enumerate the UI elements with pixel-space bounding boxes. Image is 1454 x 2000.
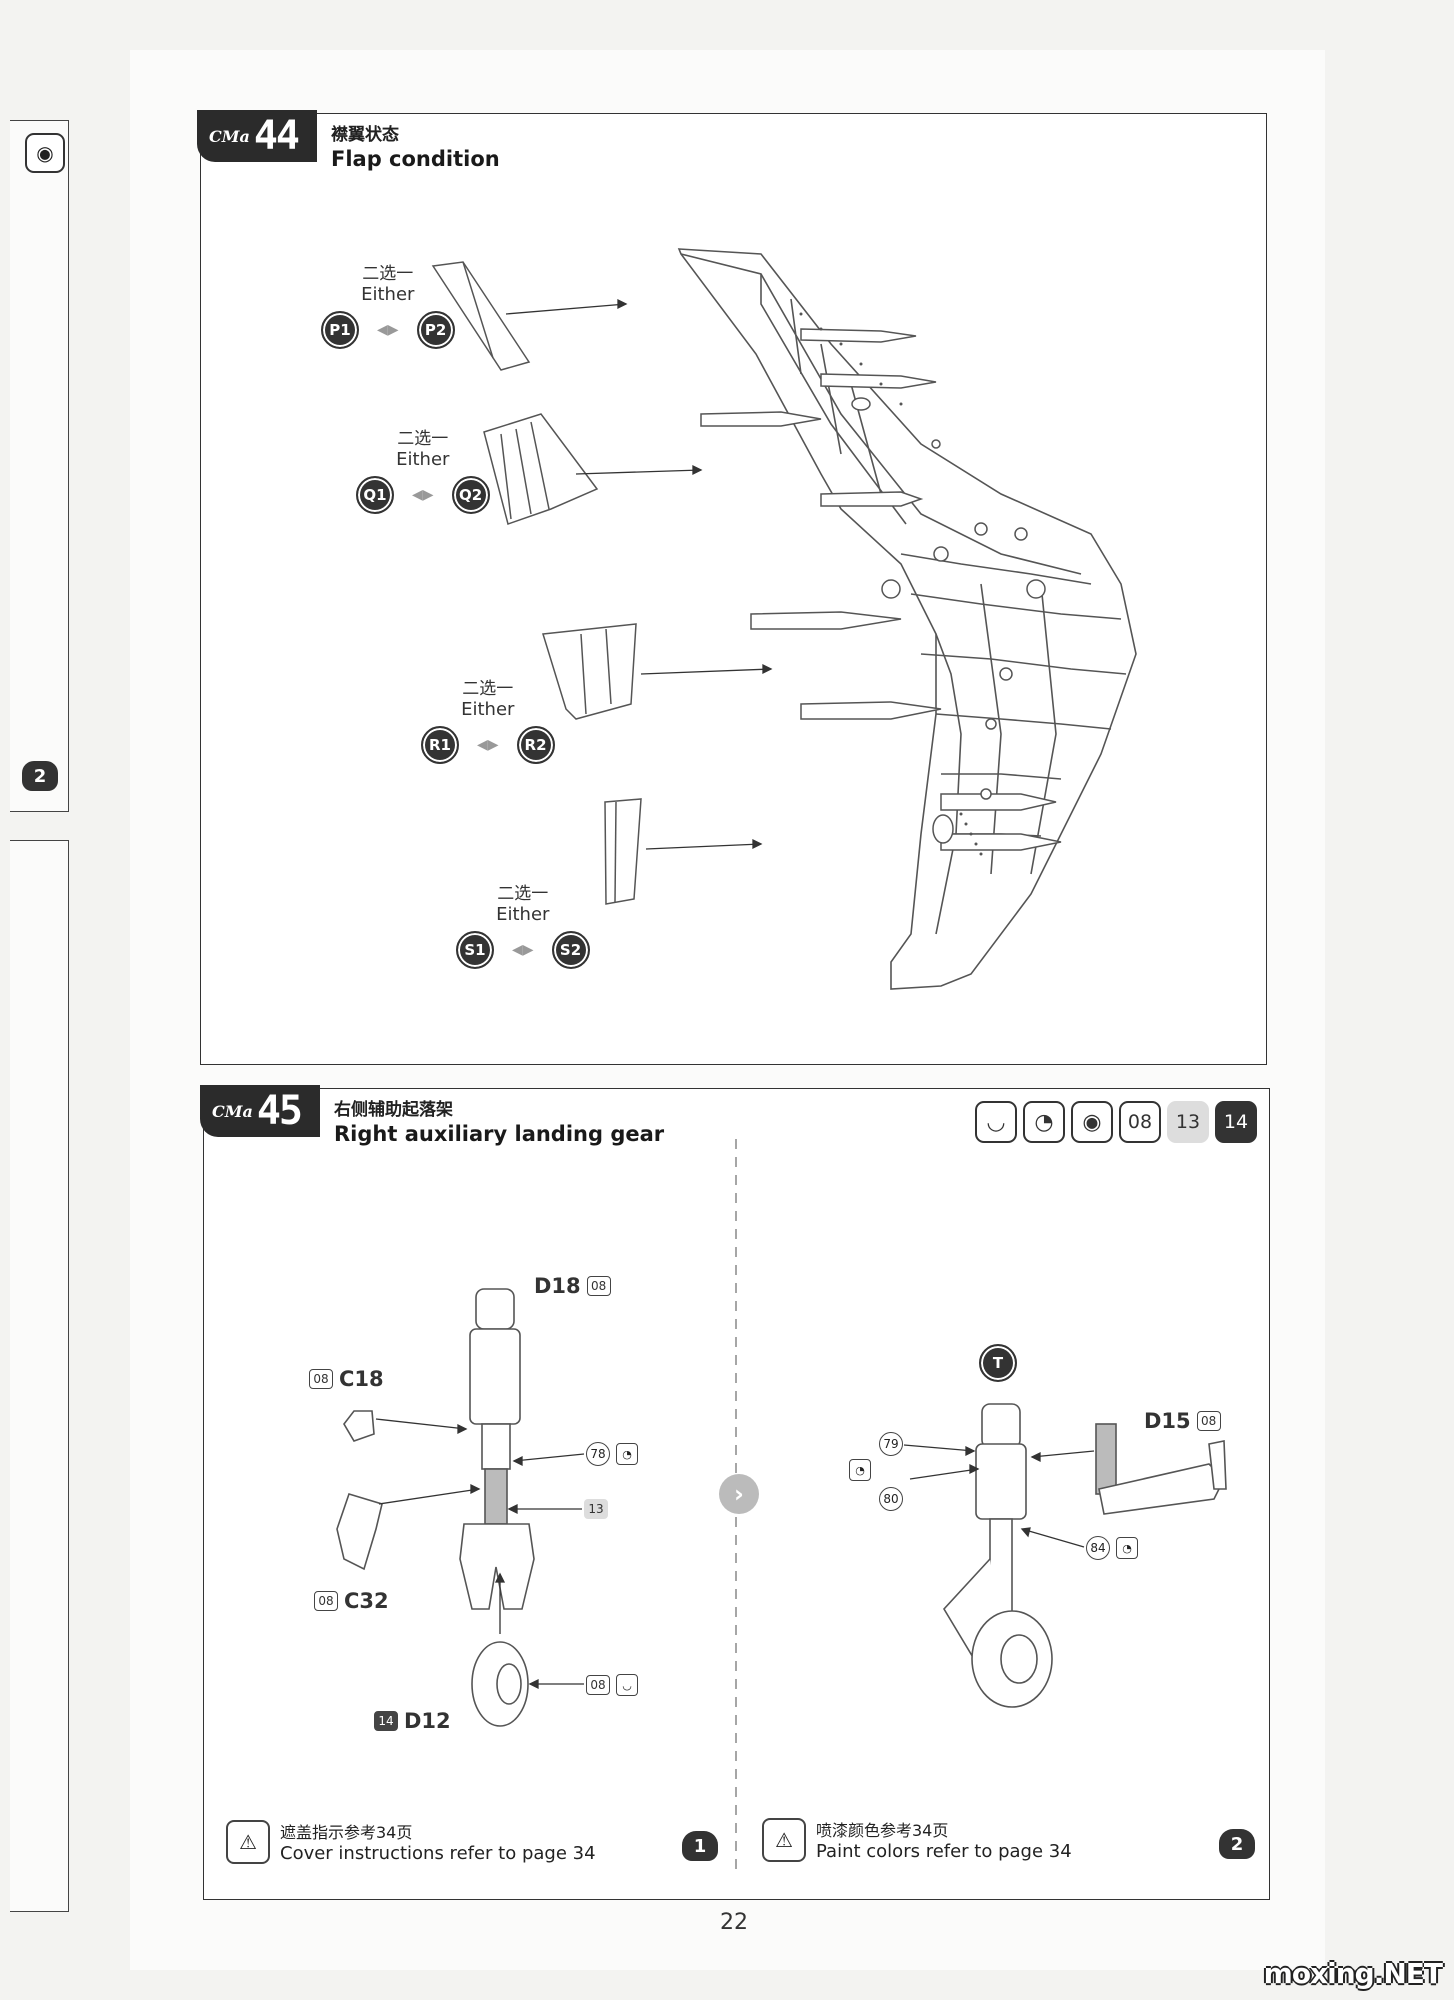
title-cn: 襟翼状态 [331,125,399,145]
part-d12-label: D12 [404,1709,451,1733]
either-group-s: 二选一 Either S1 ◀▶ S2 [456,879,590,969]
either-cn: 二选一 [497,884,549,904]
part-d15: D15 08 [1144,1409,1221,1433]
note-paint-colors: ⚠ 喷漆颜色参考34页 Paint colors refer to page 3… [762,1817,1072,1862]
step-44-badge: CMa 44 [197,110,317,162]
ref-13-code: 13 [584,1499,608,1519]
option-q2: Q2 [451,476,490,514]
either-cn: 二选一 [397,429,449,449]
option-s1: S1 [456,931,494,969]
ref-79-circle: 79 [879,1432,903,1456]
either-en: Either [396,449,450,470]
ref-79: 79 [879,1432,903,1456]
either-arrows-icon: ◀▶ [477,737,499,753]
left-page-strip: ◉ 2 [0,110,69,1912]
gear-illustration [336,1139,1227,1869]
part-d12-code: 14 [374,1711,398,1731]
paint-jar-icon: ◔ [849,1459,871,1481]
strip-box-top: ◉ 2 [10,120,69,812]
bear-badge-1: 1 [682,1831,718,1861]
note-cn: 遮盖指示参考34页 [280,1823,413,1842]
title-en: Right auxiliary landing gear [334,1122,665,1146]
next-stage-arrow-icon: › [719,1474,759,1514]
either-group-r: 二选一 Either R1 ◀▶ R2 [421,674,555,764]
either-en: Either [461,699,515,720]
ref-80-circle: 80 [879,1487,903,1511]
either-group-q: 二选一 Either Q1 ◀▶ Q2 [356,424,490,514]
option-t: T [979,1344,1017,1382]
ref-78: 78 ◔ [586,1442,638,1466]
step-prefix: CMa [209,126,250,146]
ref-84: 84 ◔ [1086,1536,1138,1560]
paint-jar-icon: ◔ [616,1443,638,1465]
part-d18-label: D18 [534,1274,581,1298]
step-45-frame: CMa 45 右侧辅助起落架 Right auxiliary landing g… [200,1085,1270,1900]
step-44-frame: CMa 44 襟翼状态 Flap condition [197,110,1267,1065]
title-cn: 右侧辅助起落架 [334,1100,453,1120]
bear-badge-2: 2 [1219,1829,1255,1859]
part-d18: D18 08 [534,1274,611,1298]
bear-outline-icon: ◡ [975,1101,1017,1143]
part-d12: 14 D12 [374,1709,451,1733]
note-en: Cover instructions refer to page 34 [280,1843,596,1864]
ref-80: 80 [879,1487,903,1511]
color-code-13: 13 [1167,1101,1209,1143]
paint-jar-icon: ◔ [1023,1101,1065,1143]
part-d18-code: 08 [586,1276,611,1296]
either-arrows-icon: ◀▶ [512,942,534,958]
step-number: 45 [256,1088,303,1134]
option-r1: R1 [421,726,459,764]
part-d15-label: D15 [1144,1409,1191,1433]
color-code-14: 14 [1215,1101,1257,1143]
paint-jar-icon: ◔ [1116,1537,1138,1559]
warning-icon: ⚠ [226,1819,270,1864]
either-arrows-icon: ◀▶ [412,487,434,503]
masking-icon: ◉ [1071,1101,1113,1143]
option-s2: S2 [551,931,590,969]
either-arrows-icon: ◀▶ [377,322,399,338]
either-group-p: 二选一 Either P1 ◀▶ P2 [321,259,455,349]
ref-13: 13 [584,1499,608,1519]
bear-badge: 2 [22,761,58,791]
page-number: 22 [720,1910,748,1935]
part-c18-label: C18 [339,1367,384,1391]
ref-84-circle: 84 [1086,1536,1110,1560]
wing-illustration [431,248,1137,990]
part-d15-code: 08 [1196,1411,1221,1431]
step-prefix: CMa [212,1101,253,1121]
option-p2: P2 [416,311,455,349]
part-c18-code: 08 [309,1369,333,1389]
ref-08-code: 08 [586,1675,610,1695]
note-en: Paint colors refer to page 34 [816,1841,1072,1862]
ref-79-paint: ◔ [849,1459,871,1481]
step-45-title: 右侧辅助起落架 Right auxiliary landing gear [334,1099,664,1147]
paint-icons-row: ◡ ◔ ◉ 08 13 14 [975,1101,1257,1143]
either-en: Either [496,904,550,925]
part-c32-code: 08 [314,1591,338,1611]
paint-icon: ◉ [25,133,65,173]
bear-outline-icon: ◡ [616,1674,638,1696]
part-c18: 08 C18 [309,1367,384,1391]
color-code-08: 08 [1119,1101,1161,1143]
step-44-title: 襟翼状态 Flap condition [331,124,500,172]
either-en: Either [361,284,415,305]
note-cover-instructions: ⚠ 遮盖指示参考34页 Cover instructions refer to … [226,1819,596,1864]
option-r2: R2 [516,726,555,764]
either-cn: 二选一 [362,264,414,284]
note-cn: 喷漆颜色参考34页 [816,1821,949,1840]
part-c32: 08 C32 [314,1589,389,1613]
warning-icon: ⚠ [762,1817,806,1862]
either-cn: 二选一 [462,679,514,699]
watermark: moxing.NET [1263,1957,1443,1990]
step-number: 44 [253,113,300,159]
strip-box-bottom [10,840,69,1912]
part-c32-label: C32 [344,1589,389,1613]
ref-78-circle: 78 [586,1442,610,1466]
option-p1: P1 [321,311,359,349]
option-q1: Q1 [356,476,394,514]
title-en: Flap condition [331,147,500,171]
ref-08-wheel: 08 ◡ [586,1674,638,1696]
step-45-badge: CMa 45 [200,1085,320,1137]
